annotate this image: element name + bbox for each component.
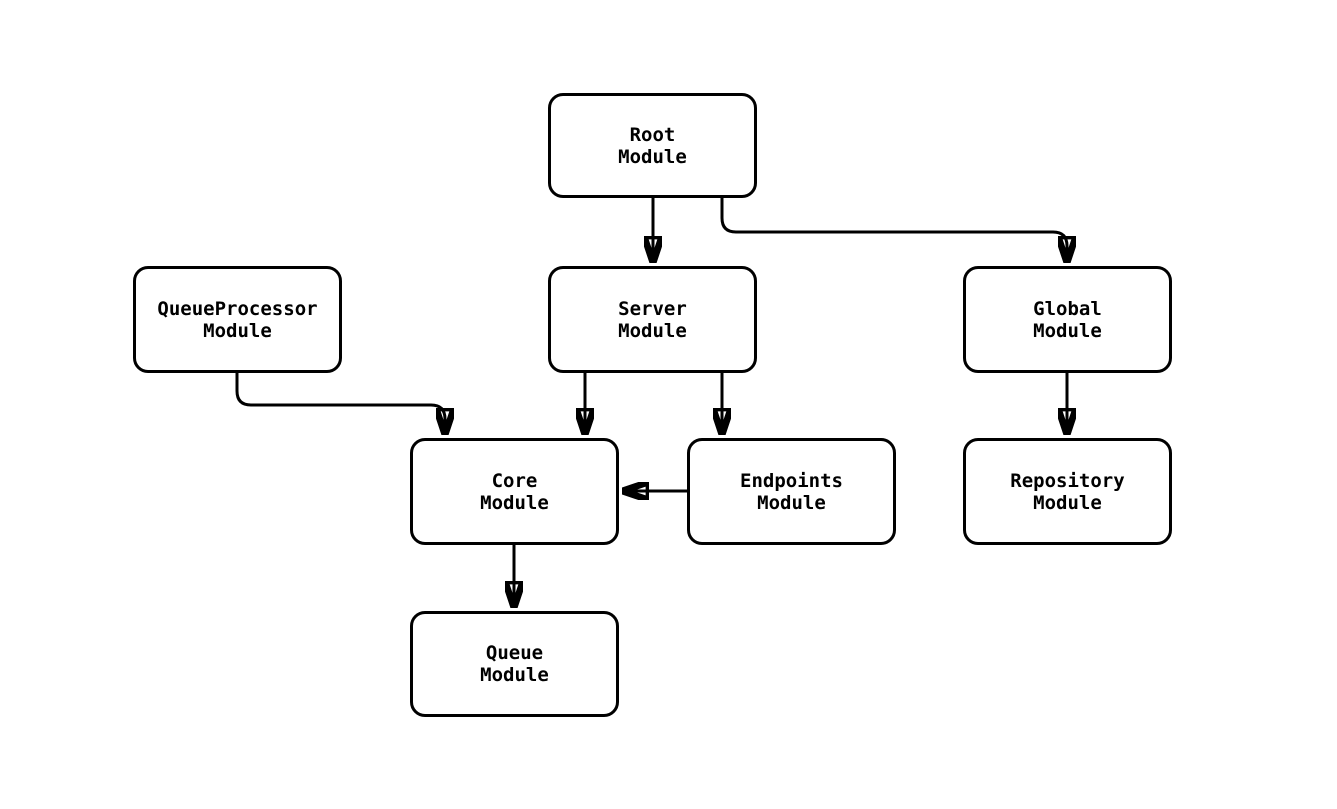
node-repository-module: Repository Module xyxy=(963,438,1172,545)
node-label: Global xyxy=(1033,297,1102,320)
node-sublabel: Module xyxy=(1033,491,1102,514)
edge-queueprocessor-to-core xyxy=(235,373,445,435)
node-core-module: Core Module xyxy=(410,438,619,545)
node-server-module: Server Module xyxy=(548,266,757,373)
node-label: Repository xyxy=(1010,469,1125,492)
node-sublabel: Module xyxy=(480,664,549,686)
node-label: Server xyxy=(618,297,687,320)
node-label: Endpoints xyxy=(740,469,843,492)
node-sublabel: Module xyxy=(480,491,549,514)
node-sublabel: Module xyxy=(203,319,272,342)
node-sublabel: Module xyxy=(757,491,826,514)
edge-root-to-global xyxy=(720,198,1067,263)
node-label: Root xyxy=(629,123,676,146)
node-queueprocessor-module: QueueProcessor Module xyxy=(133,266,342,373)
node-label: Queue xyxy=(485,642,544,664)
node-root-module: Root Module xyxy=(548,93,757,198)
node-label: QueueProcessor xyxy=(157,297,318,320)
node-endpoints-module: Endpoints Module xyxy=(687,438,896,545)
node-sublabel: Module xyxy=(618,145,687,168)
node-sublabel: Module xyxy=(618,319,687,342)
node-queue-module: Queue Module xyxy=(410,611,619,717)
node-global-module: Global Module xyxy=(963,266,1172,373)
node-label: Core xyxy=(491,469,538,492)
node-sublabel: Module xyxy=(1033,319,1102,342)
